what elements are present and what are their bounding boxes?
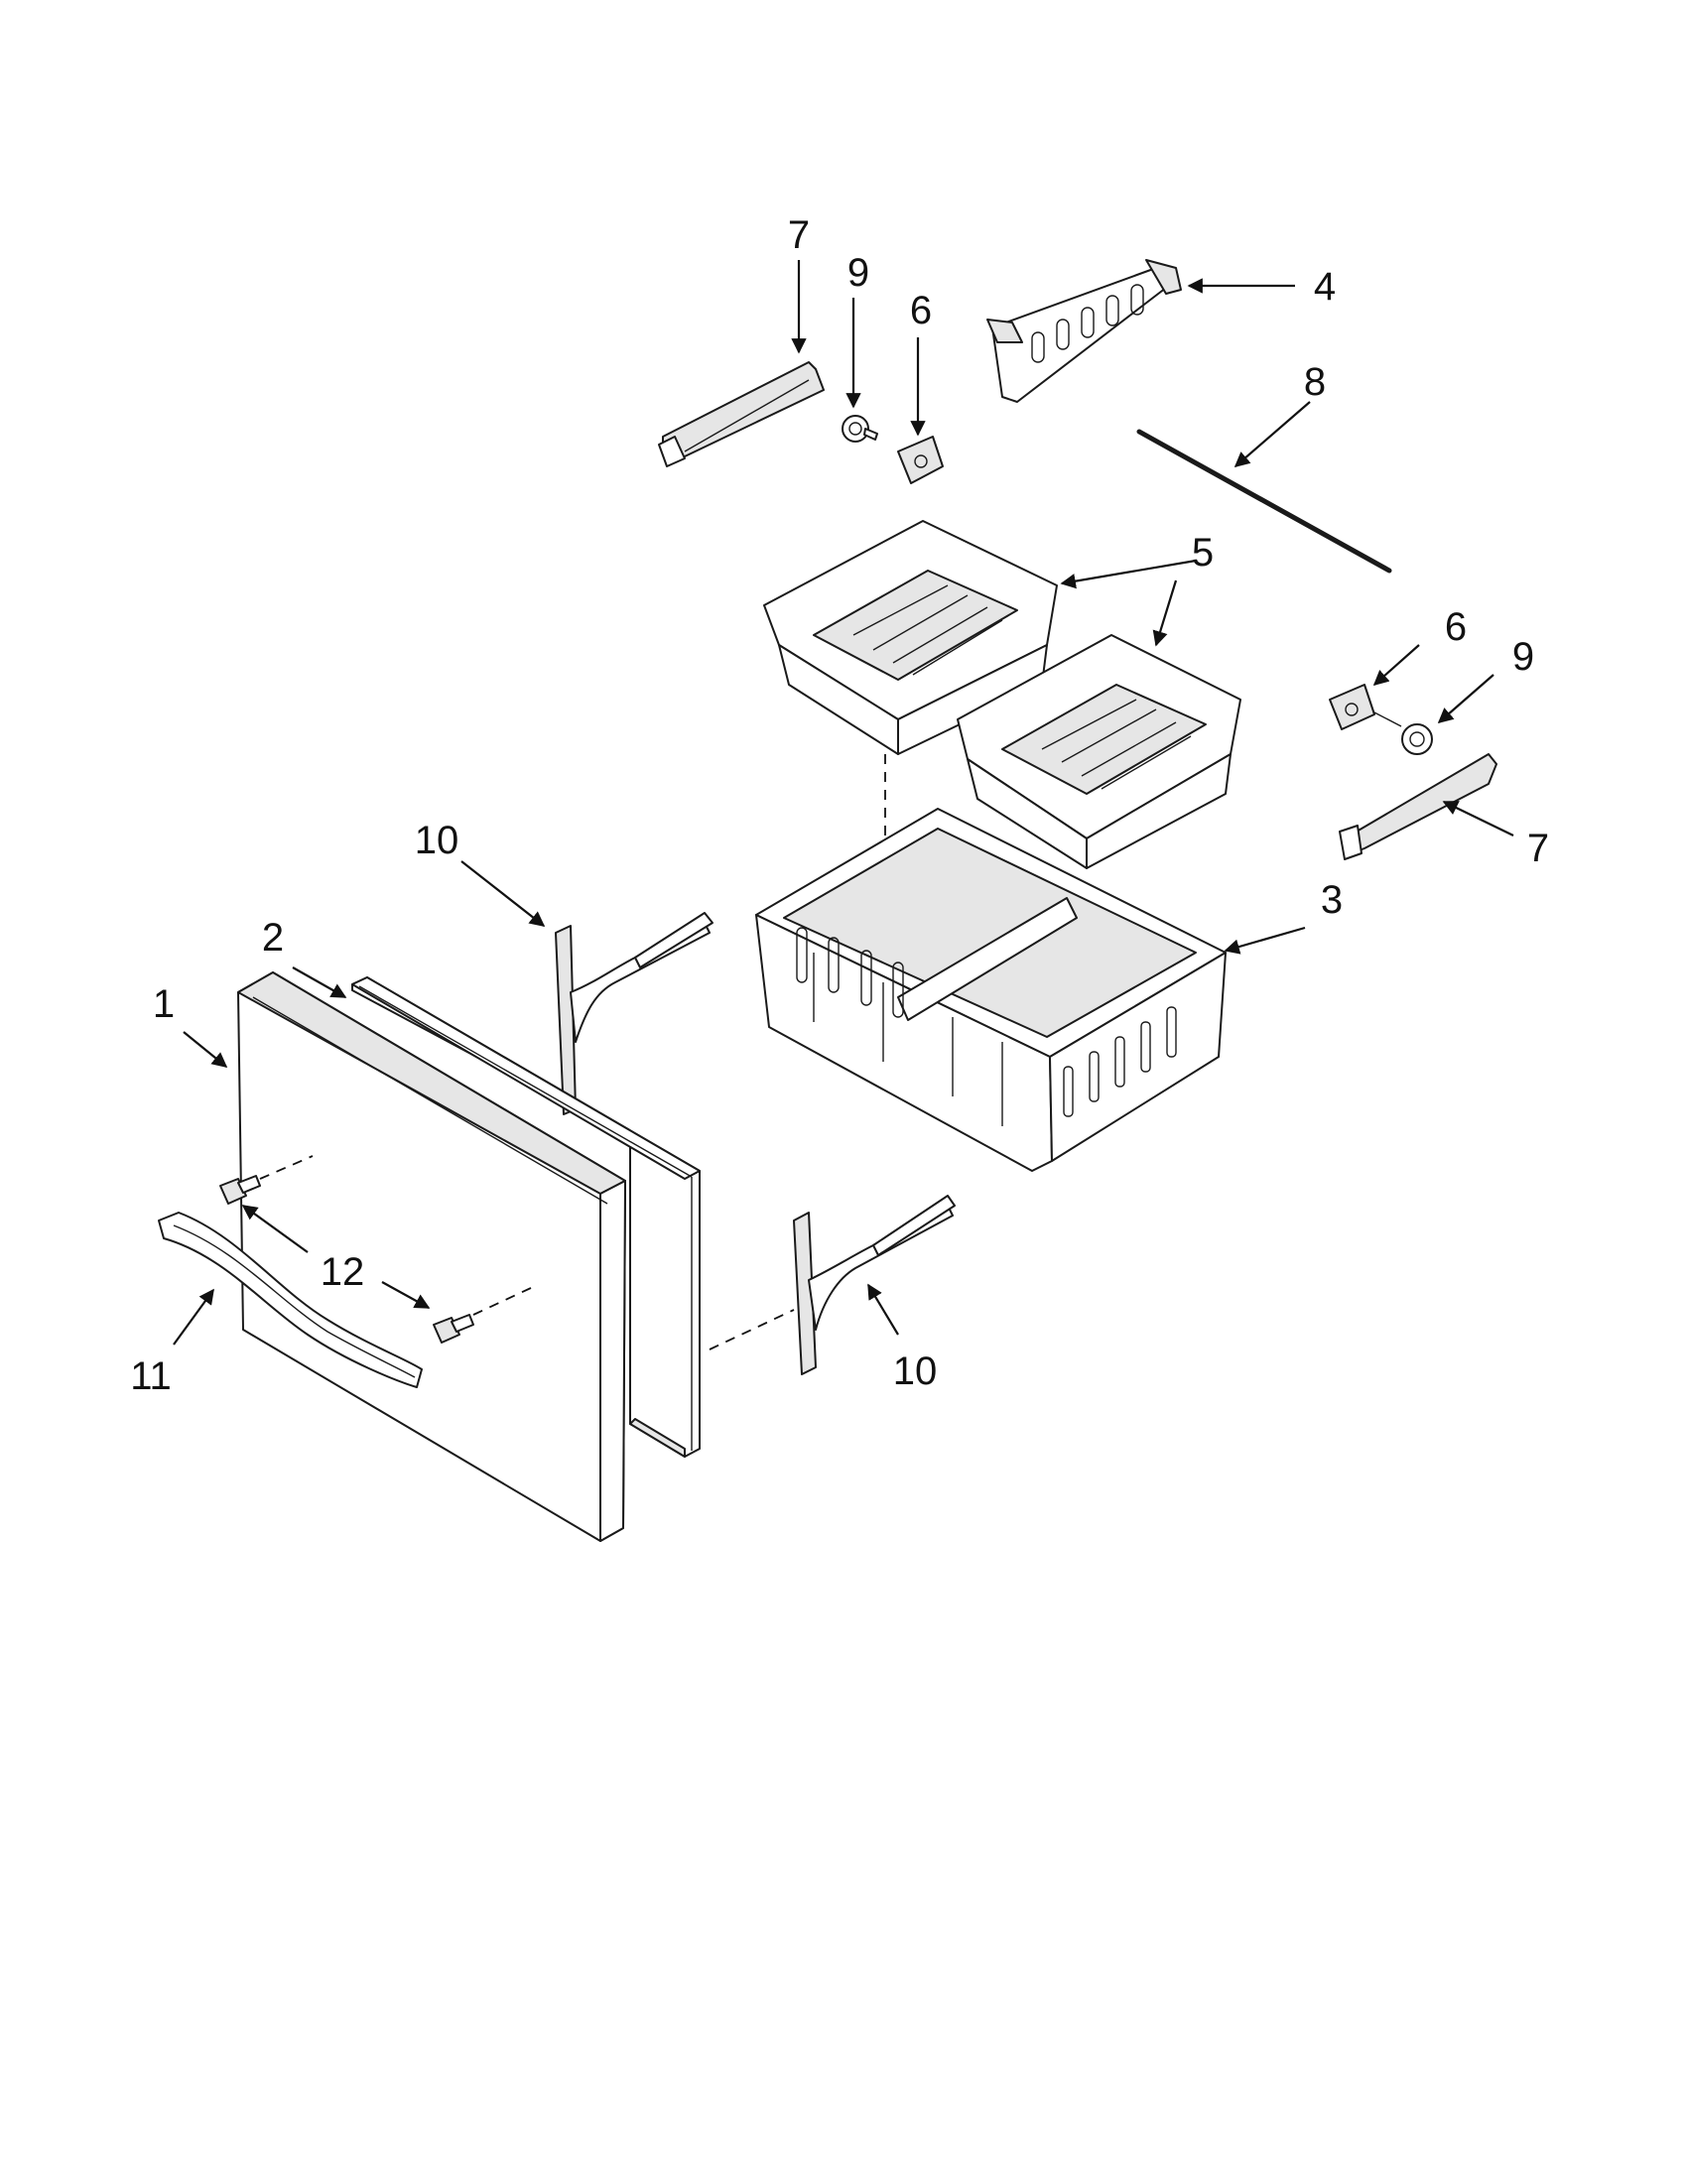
callout-4: 4	[1314, 265, 1336, 309]
part-5-bin-left	[763, 520, 1058, 755]
leader-5-right	[1152, 579, 1178, 647]
leader-10-lower	[867, 1283, 899, 1336]
part-10-door-bracket-lower	[709, 1195, 956, 1375]
leader-7-lower	[1442, 801, 1514, 836]
callout-9-lower: 9	[1512, 635, 1534, 679]
leader-12-upper	[241, 1205, 309, 1253]
leader-2	[292, 966, 347, 998]
part-9-gear-upper	[842, 415, 878, 443]
leader-8	[1234, 401, 1311, 468]
callout-12: 12	[321, 1250, 365, 1294]
part-5-bin-right	[957, 634, 1241, 869]
leader-11	[173, 1288, 214, 1346]
part-11-handle	[158, 1212, 423, 1388]
callout-11: 11	[130, 1354, 172, 1398]
callout-labels: 7 9 6 4 8 5 6 9 7 3 10 2 1 12 11 10	[130, 213, 1549, 1398]
callout-7-lower: 7	[1527, 827, 1549, 870]
callout-10-upper: 10	[415, 819, 459, 862]
part-12-screw-lower	[433, 1287, 532, 1344]
callout-7-upper: 7	[788, 213, 810, 257]
leader-10-upper	[460, 860, 546, 927]
leader-1	[183, 1031, 228, 1068]
part-8-rod	[1136, 429, 1392, 574]
part-7-slide-rail-upper	[658, 361, 825, 467]
part-3-lower-basket	[755, 754, 1227, 1172]
callout-6-lower: 6	[1445, 605, 1467, 649]
callout-6-upper: 6	[910, 289, 932, 332]
leader-5-left	[1060, 559, 1197, 589]
callout-3: 3	[1321, 878, 1343, 922]
leader-3	[1224, 926, 1306, 955]
callout-2: 2	[262, 916, 284, 960]
part-6-bracket-lower	[1329, 684, 1375, 730]
leader-lines	[173, 260, 1514, 1346]
callout-5: 5	[1192, 531, 1214, 575]
part-10-door-bracket-upper	[555, 912, 714, 1115]
callout-1: 1	[153, 982, 175, 1026]
part-6-bracket-upper	[897, 436, 944, 484]
callout-10-lower: 10	[893, 1349, 938, 1393]
leader-6-lower	[1372, 644, 1420, 687]
part-9-gear-lower	[1373, 711, 1433, 755]
part-12-screw-upper	[219, 1155, 314, 1205]
callout-8: 8	[1304, 360, 1326, 404]
callout-9-upper: 9	[847, 251, 869, 295]
part-2-door-gasket	[351, 976, 701, 1458]
leader-9-lower	[1437, 674, 1494, 724]
leader-12-lower	[381, 1281, 431, 1309]
part-7-slide-rail-lower	[1339, 753, 1497, 860]
part-4-divider	[986, 259, 1182, 403]
part-1-door-panel	[237, 971, 626, 1542]
